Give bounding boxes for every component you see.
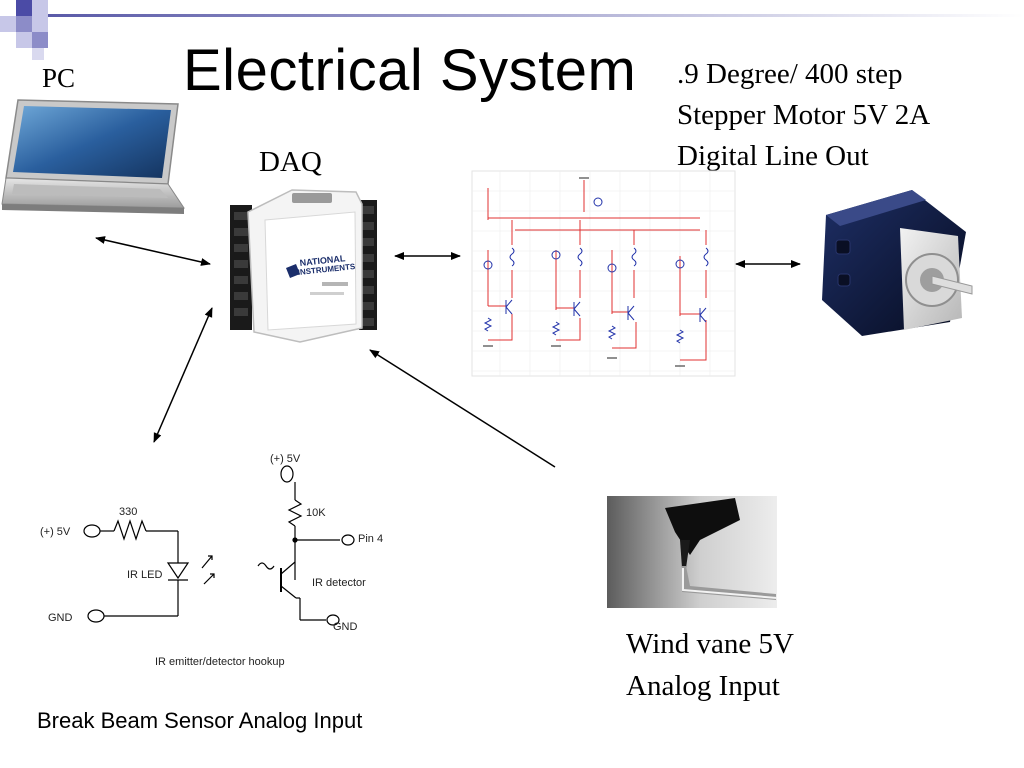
ir-led-symbol	[166, 562, 190, 580]
sensor-daq-arrow	[153, 307, 213, 443]
deco-square	[32, 48, 44, 60]
deco-square	[16, 32, 32, 48]
wind-vane-image	[607, 496, 778, 608]
deco-square	[16, 16, 32, 32]
pc-label: PC	[42, 63, 76, 93]
detector-supply-label: (+) 5V	[270, 453, 301, 465]
deco-square	[16, 0, 32, 16]
pc-daq-arrow	[95, 236, 211, 266]
detector-gnd-label: GND	[333, 621, 358, 633]
slide-decoration	[0, 0, 1024, 60]
emitter-supply-terminal	[83, 524, 101, 538]
resistor-330-label: 330	[119, 506, 137, 518]
deco-square	[32, 16, 48, 32]
wind-vane-line: Analog Input	[626, 670, 780, 702]
ir-light-icon	[257, 562, 275, 570]
resistor-10k-label: 10K	[306, 507, 326, 519]
laptop-icon	[1, 99, 185, 214]
wind-vane-label: Wind vane 5V Analog Input	[626, 623, 794, 707]
emitter-supply-label: (+) 5V	[40, 526, 71, 538]
deco-square	[32, 0, 48, 16]
stepper-driver-schematic	[471, 170, 736, 377]
emitter-gnd-terminal	[87, 609, 105, 623]
detector-gnd-terminal	[326, 614, 340, 626]
pin-label: Pin 4	[358, 533, 383, 545]
pin-terminal	[341, 534, 355, 546]
break-beam-label: Break Beam Sensor Analog Input	[37, 708, 363, 733]
ir-led-label: IR LED	[127, 569, 163, 581]
daq-device-image: NATIONAL INSTRUMENTS	[230, 189, 377, 343]
motor-spec-line: .9 Degree/ 400 step	[677, 58, 903, 90]
motor-spec: .9 Degree/ 400 step Stepper Motor 5V 2A …	[677, 54, 930, 177]
windvane-daq-arrow	[369, 349, 556, 468]
ir-schematic	[83, 465, 355, 626]
deco-square	[0, 16, 16, 32]
daq-label: DAQ	[259, 146, 322, 178]
daq-brand-line1: NATIONAL	[299, 253, 346, 268]
ir-schematic-caption: IR emitter/detector hookup	[155, 656, 285, 668]
slide-title: Electrical System	[183, 38, 637, 103]
detector-supply-terminal	[280, 465, 294, 483]
wind-vane-line: Wind vane 5V	[626, 628, 794, 660]
header-bar	[48, 14, 1024, 17]
stepper-motor-image	[822, 190, 973, 336]
emitter-gnd-label: GND	[48, 612, 73, 624]
deco-square	[32, 32, 48, 48]
motor-spec-line: Stepper Motor 5V 2A	[677, 99, 931, 131]
ir-detector-label: IR detector	[312, 577, 366, 589]
motor-spec-line: Digital Line Out	[677, 140, 869, 172]
